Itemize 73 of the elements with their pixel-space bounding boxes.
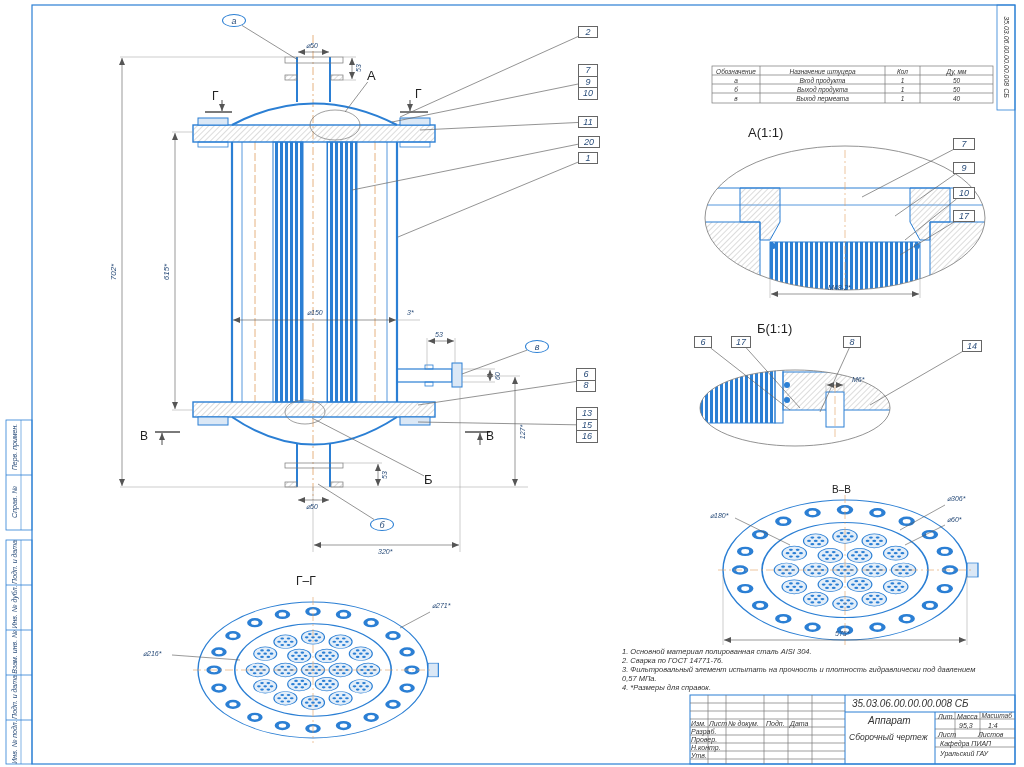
title-block-text: 35.03.06.00.00.00.008 СБ [852,699,969,709]
callout-number: 6 [699,337,707,347]
callout-box [578,26,598,38]
leader-line [351,143,579,191]
callout-number: 15 [577,418,597,431]
view-title: Б(1:1) [757,322,793,335]
leader-line [461,349,528,375]
callout-number: 9 [579,75,597,88]
dimension-text: 702* [110,263,118,281]
leader-line [746,347,801,409]
leader-line [819,347,850,413]
connection-marker: б [370,518,394,531]
callout-box [578,136,600,148]
callout-box [953,210,975,222]
leader-line [419,122,579,131]
leader-line [417,381,577,406]
callout-number: 10 [958,188,970,198]
callout-number: 14 [966,341,978,351]
leader-line [894,173,956,217]
callout-number: 16 [577,430,597,442]
callout-number: 7 [960,139,968,149]
title-block-text: Аппарат [868,716,911,726]
callout-box [731,336,751,348]
section-letter: В [486,430,494,442]
view-letter: А [367,68,379,82]
dimension-text: 615* [163,263,171,281]
callout-number: 8 [848,337,856,347]
view-letter: Б [424,472,436,486]
connection-marker: в [525,340,549,353]
leader-line [399,36,579,118]
leader-line [241,25,299,61]
callout-number: 2 [584,27,592,37]
callout-box [953,187,975,199]
section-letter: Г [212,90,219,102]
section-letter: Г [415,88,422,100]
callout-box [843,336,861,348]
leader-line [899,221,955,256]
view-title: А(1:1) [748,126,784,139]
callout-number: 17 [958,211,970,221]
callout-box [953,138,975,150]
view-title: Г–Г [296,575,316,587]
section-letter: В [140,430,148,442]
callout-number: 20 [583,137,595,147]
leader-line [317,483,375,520]
callout-number: 11 [582,117,594,127]
callout-box [953,162,975,174]
callout-box [576,407,598,443]
callout-box [578,116,598,128]
callout-number: 13 [581,408,593,419]
leader-line [311,417,425,477]
callout-number: 7 [584,65,592,76]
leader-line [904,198,957,241]
leader-line [861,149,954,198]
callout-number: 9 [960,163,968,173]
callout-box [576,368,596,392]
callout-number: 8 [577,379,595,391]
view-title: В–В [832,485,851,495]
connection-marker: а [222,14,246,27]
callout-box [694,336,712,348]
callout-number: 17 [735,337,747,347]
leader-line [344,81,369,113]
callout-box [578,152,598,164]
leader-line [869,351,963,406]
title-block-text: Сборочный чертеж [849,733,928,742]
leader-line [417,421,577,426]
callout-box [578,64,598,100]
callout-box [962,340,982,352]
leader-line [397,161,579,238]
leader-line [710,347,791,411]
callout-number: 10 [579,87,597,99]
callout-number: 1 [584,153,592,163]
leader-line [391,83,579,123]
callout-number: 6 [582,369,590,380]
